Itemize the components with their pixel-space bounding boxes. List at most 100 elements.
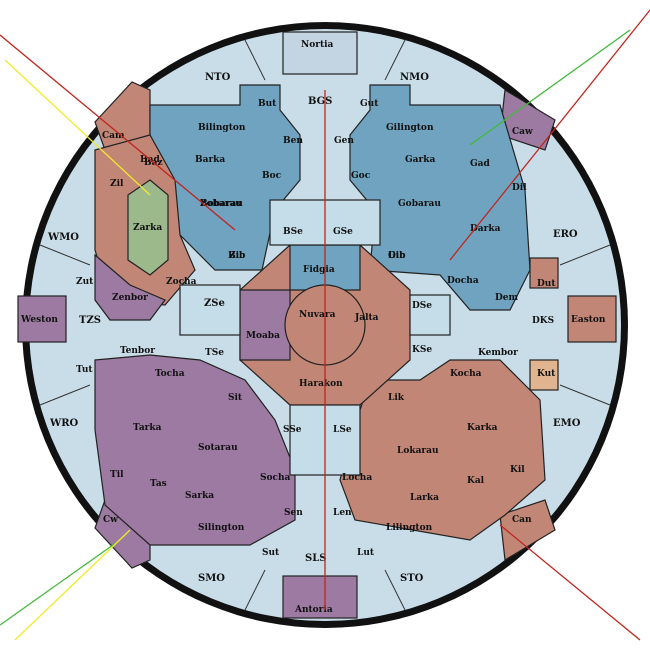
zone-can-se[interactable] — [499, 499, 556, 561]
label-zobarau: Zobarau — [200, 199, 242, 209]
label-emo: EMO — [553, 418, 581, 429]
label-zse: ZSe — [204, 298, 225, 309]
label-tarka: Tarka — [133, 423, 162, 433]
label-barka: Barka — [195, 155, 225, 165]
label-kembor: Kembor — [478, 348, 518, 358]
zone-zenbor[interactable] — [94, 253, 166, 321]
label-easton: Easton — [571, 315, 606, 325]
label-zut: Zut — [76, 277, 94, 287]
label-nmo: NMO — [400, 72, 429, 83]
zone-kut[interactable] — [529, 359, 559, 391]
zone-weston[interactable] — [17, 295, 67, 343]
label-bib: Bib — [228, 251, 245, 261]
label-jalta: Jalta — [354, 313, 379, 323]
label-sen: Sen — [284, 508, 303, 518]
label-zenbor: Zenbor — [112, 293, 148, 303]
label-sotarau: Sotarau — [198, 443, 238, 453]
label-smo: SMO — [198, 573, 225, 584]
label-sarka: Sarka — [185, 491, 214, 501]
label-dil: Dil — [512, 183, 527, 193]
label-karka: Karka — [467, 423, 498, 433]
label-gen: Gen — [334, 136, 354, 146]
zone-antoria[interactable] — [282, 575, 358, 619]
label-zil: Zil — [110, 179, 124, 189]
label-weston: Weston — [20, 315, 58, 325]
label-gib: Gib — [388, 251, 405, 261]
zone-moaba[interactable] — [239, 289, 291, 361]
label-kse: KSe — [412, 345, 432, 355]
label-lut: Lut — [357, 548, 375, 558]
zone-dut[interactable] — [529, 257, 559, 289]
label-gilington: Gilington — [386, 123, 434, 133]
label-tenbor: Tenbor — [120, 346, 155, 356]
zone-easton[interactable] — [567, 295, 617, 343]
label-bilington: Bilington — [198, 123, 246, 133]
labels: Nortia NTO NMO ERO Easton EMO STO SLS SM… — [20, 40, 606, 615]
label-tas: Tas — [150, 479, 167, 489]
label-dks: DKS — [532, 316, 554, 326]
label-nto: NTO — [205, 72, 231, 83]
label-ben: Ben — [283, 136, 303, 146]
label-ero: ERO — [553, 229, 578, 240]
zone-south-east-terracotta[interactable] — [339, 359, 546, 541]
label-wmo: WMO — [47, 232, 79, 243]
label-tocha: Tocha — [155, 369, 185, 379]
label-dem: Dem — [495, 293, 519, 303]
label-kocha: Kocha — [450, 369, 482, 379]
label-bse: BSe — [283, 227, 303, 237]
label-fidgia: Fidgia — [303, 265, 335, 275]
label-sto: STO — [400, 573, 424, 584]
label-garka: Garka — [405, 155, 435, 165]
zone-nortia[interactable] — [282, 31, 358, 75]
label-dse: DSe — [412, 301, 432, 311]
label-nortia: Nortia — [301, 40, 334, 50]
zone-zarka[interactable] — [127, 179, 169, 276]
label-cw: Cw — [103, 515, 118, 525]
label-darka: Darka — [470, 224, 501, 234]
label-lilington: Lilington — [386, 523, 433, 533]
label-sit: Sit — [228, 393, 243, 403]
label-sse: SSe — [283, 425, 302, 435]
label-gse: GSe — [333, 227, 353, 237]
label-can: Can — [512, 515, 532, 525]
label-kut: Kut — [537, 369, 556, 379]
outer-divisions — [39, 39, 611, 611]
label-kil: Kil — [510, 465, 525, 475]
label-nuvara: Nuvara — [299, 310, 336, 320]
label-bgs: BGS — [308, 96, 332, 107]
label-silington: Silington — [198, 523, 245, 533]
label-moaba: Moaba — [246, 331, 280, 341]
label-kal: Kal — [467, 476, 485, 486]
label-bobarau: Bobarau — [200, 199, 243, 209]
label-tzs: TZS — [79, 315, 101, 326]
label-tut: Tut — [76, 365, 93, 375]
label-gad: Gad — [470, 159, 491, 169]
label-wro: WRO — [49, 418, 79, 429]
zone-south-west-purple[interactable] — [94, 354, 296, 546]
label-but: But — [258, 99, 277, 109]
move-lines — [0, 9, 650, 641]
label-lse: LSe — [333, 425, 352, 435]
label-sls: SLS — [305, 553, 326, 564]
label-gut: Gut — [360, 99, 379, 109]
label-lik: Lik — [388, 393, 405, 403]
label-goc: Goc — [351, 171, 371, 181]
label-tse: TSe — [205, 348, 224, 358]
label-dib: Dib — [388, 251, 406, 261]
label-sut: Sut — [262, 548, 280, 558]
label-socha: Socha — [260, 473, 291, 483]
label-til: Til — [110, 470, 124, 480]
label-zarka: Zarka — [133, 223, 162, 233]
label-cam: Cam — [102, 131, 125, 141]
label-gobarau: Gobarau — [398, 199, 441, 209]
label-antoria: Antoria — [294, 605, 333, 615]
label-zib: Zib — [229, 251, 245, 261]
label-caw: Caw — [512, 127, 533, 137]
label-harakon: Harakon — [299, 379, 343, 389]
label-dut: Dut — [537, 279, 556, 289]
label-larka: Larka — [410, 493, 439, 503]
label-boc: Boc — [262, 171, 282, 181]
label-zocha: Zocha — [166, 277, 197, 287]
label-lokarau: Lokarau — [397, 446, 439, 456]
